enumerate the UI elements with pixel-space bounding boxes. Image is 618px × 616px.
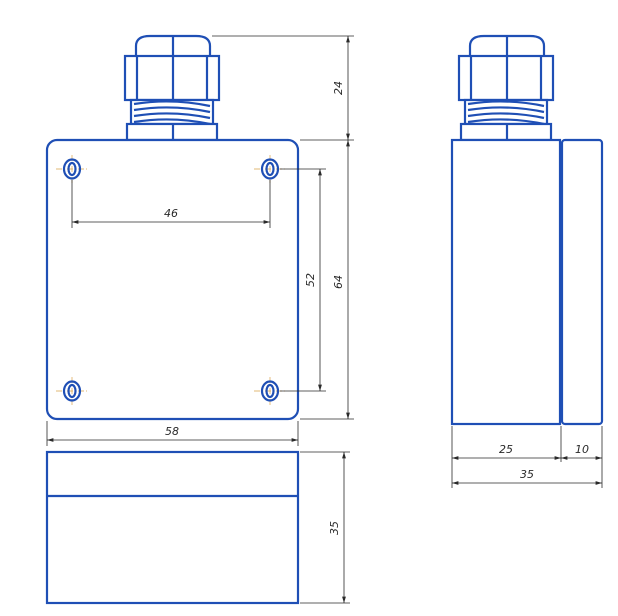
mounting-hole-bottom-left [56, 377, 88, 405]
dimension-35-front: 35 [300, 451, 350, 604]
dimension-label-58: 58 [165, 425, 179, 438]
mounting-hole-bottom-right [254, 377, 286, 405]
dimension-label-64: 64 [332, 275, 345, 289]
dimension-64: 64 [300, 140, 354, 420]
box-bottom-outline [45, 450, 300, 605]
dimension-label-10: 10 [575, 443, 589, 456]
dimension-52: 52 [280, 168, 326, 392]
dimension-label-35-front: 35 [328, 521, 341, 535]
dimension-46: 46 [71, 180, 271, 228]
box-front-outline [45, 138, 300, 421]
dimension-10: 10 [561, 426, 603, 488]
side-base-outline [450, 138, 562, 426]
dimension-label-35-side: 35 [520, 468, 534, 481]
dimension-24: 24 [212, 35, 354, 141]
mounting-hole-top-left [56, 155, 88, 183]
front-view: 46 52 24 64 58 [45, 34, 354, 446]
side-lid-outline [560, 138, 604, 426]
side-view: 25 10 35 [450, 34, 604, 488]
dimension-label-25: 25 [499, 443, 513, 456]
dimension-label-52: 52 [304, 273, 317, 287]
cable-gland-front [123, 34, 221, 142]
dimension-35-side: 35 [452, 468, 602, 485]
dimension-58: 58 [46, 421, 299, 446]
cable-gland-side [457, 34, 555, 142]
bottom-view: 35 [45, 450, 350, 605]
dimension-25: 25 [451, 426, 562, 488]
dimension-label-24: 24 [332, 81, 345, 95]
mounting-hole-top-right [254, 155, 286, 183]
dimension-label-46: 46 [164, 207, 178, 220]
